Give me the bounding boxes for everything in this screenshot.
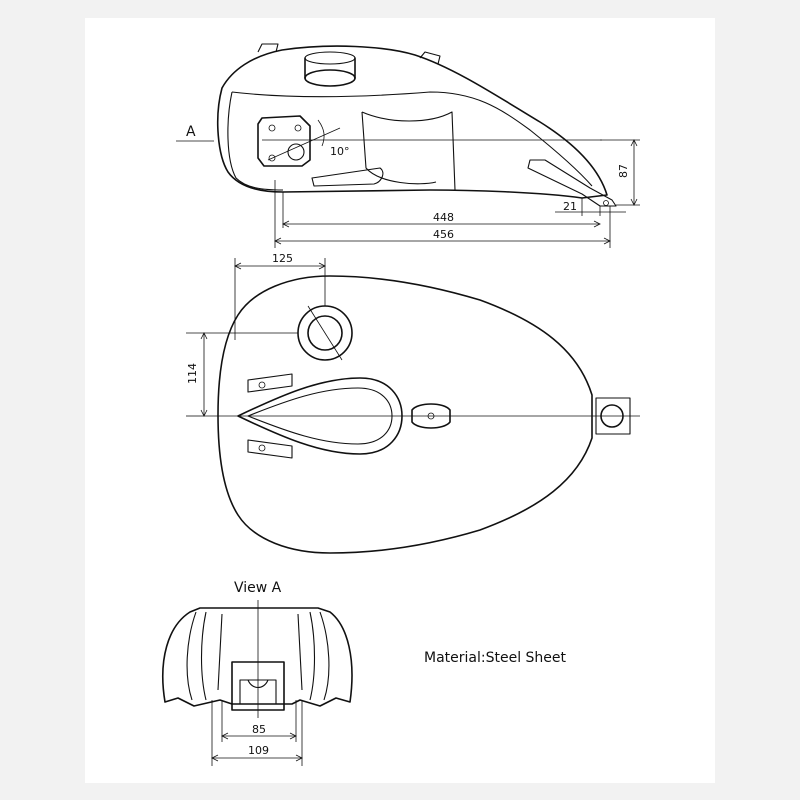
filler-cap-inner bbox=[307, 315, 343, 351]
view-arrow-label: A bbox=[186, 124, 196, 140]
pump-flange bbox=[257, 115, 311, 167]
angle-label: 10° bbox=[330, 145, 350, 158]
view-a-tunnel bbox=[217, 613, 303, 691]
mount-hole bbox=[258, 381, 266, 389]
view-a-bracket-inner bbox=[239, 679, 277, 705]
center-badge bbox=[411, 403, 451, 429]
rear-mount-hole bbox=[603, 200, 609, 206]
view-a-outline bbox=[162, 607, 353, 707]
mount-hole bbox=[258, 444, 266, 452]
dim-arrows bbox=[274, 237, 611, 245]
filler-neck-sides bbox=[304, 57, 356, 79]
side-view-outline bbox=[216, 45, 608, 199]
cap-offset-dimension: 125 bbox=[272, 252, 293, 265]
view-a: View A 85 109 bbox=[162, 580, 353, 766]
rear-bracket bbox=[595, 397, 631, 435]
angle-line bbox=[267, 127, 341, 161]
length-inner-dimension: 448 bbox=[433, 211, 454, 224]
rear-mount bbox=[527, 159, 617, 207]
dim-arrows bbox=[234, 262, 326, 270]
rear-bracket-hole bbox=[600, 404, 624, 428]
angle-arc bbox=[317, 119, 325, 147]
height-dimension: 87 bbox=[617, 164, 630, 178]
mount-outer-dimension: 109 bbox=[248, 744, 269, 757]
view-title: View A bbox=[234, 580, 282, 596]
mount-inner-dimension: 85 bbox=[252, 723, 266, 736]
filler-cap-line bbox=[307, 305, 343, 361]
dim-arrows bbox=[211, 754, 303, 762]
offset-dimension: 21 bbox=[563, 200, 577, 213]
filler-neck-top bbox=[304, 69, 356, 87]
left-mount-lower bbox=[247, 439, 293, 459]
view-a-bracket bbox=[231, 661, 285, 711]
pump-outlet bbox=[287, 143, 305, 161]
pump-bolt bbox=[294, 124, 302, 132]
left-mount-upper bbox=[247, 373, 293, 393]
top-bracket bbox=[419, 51, 441, 65]
tunnel-recess-inner bbox=[247, 387, 393, 445]
side-view-seam bbox=[231, 91, 593, 187]
lower-recess bbox=[311, 167, 384, 187]
dim-arrows bbox=[282, 220, 601, 228]
drawing-sheet bbox=[85, 18, 715, 783]
side-view: A 10° 87 21 448 456 bbox=[176, 43, 640, 248]
length-outer-dimension: 456 bbox=[433, 228, 454, 241]
top-view-outline bbox=[217, 275, 593, 554]
pump-bolt bbox=[268, 124, 276, 132]
side-view-inner-edge bbox=[227, 91, 284, 191]
filler-neck-rim bbox=[304, 51, 356, 65]
dim-arrows bbox=[200, 332, 208, 417]
view-a-right-flange bbox=[309, 611, 330, 701]
tunnel-recess bbox=[237, 377, 403, 455]
pump-bolt bbox=[268, 154, 276, 162]
material-note: Material:Steel Sheet bbox=[424, 650, 567, 666]
center-badge-hole bbox=[427, 412, 435, 420]
top-view: 125 114 bbox=[186, 252, 640, 554]
cap-lateral-dimension: 114 bbox=[186, 363, 199, 384]
front-mount-tab bbox=[257, 43, 279, 53]
view-a-left-flange bbox=[186, 611, 207, 701]
dim-arrows bbox=[221, 732, 297, 740]
dim-arrows bbox=[630, 139, 638, 206]
knee-recess bbox=[361, 111, 456, 191]
